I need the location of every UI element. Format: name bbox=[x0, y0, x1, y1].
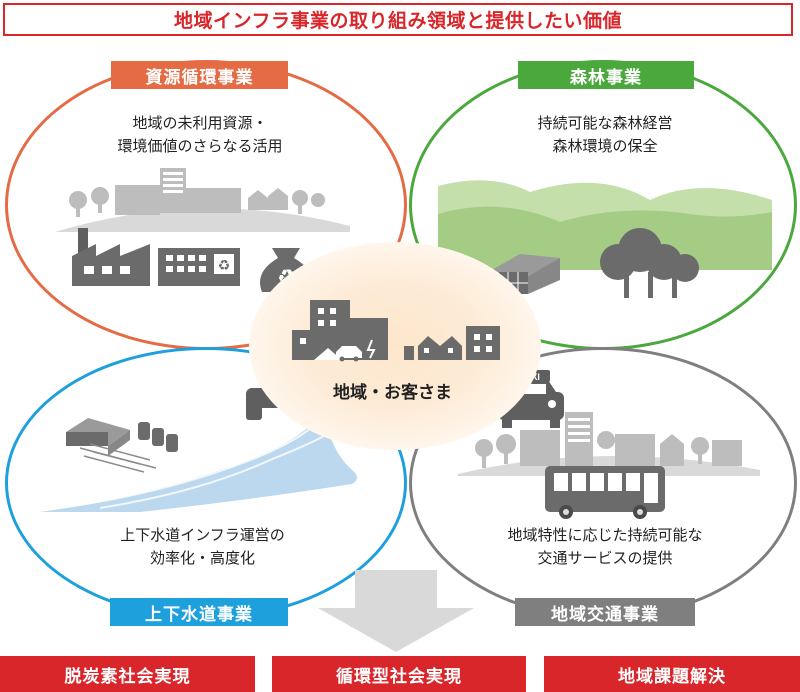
transport-desc-line2: 交通サービスの提供 bbox=[537, 549, 673, 567]
outcome-regional-issues: 地域課題解決 bbox=[544, 656, 800, 692]
recycling-plant-icon: ♻ bbox=[158, 248, 240, 286]
resource-skyline-illustration bbox=[55, 168, 350, 232]
transport-label: 地域交通事業 bbox=[515, 598, 695, 626]
down-arrow-icon bbox=[318, 570, 474, 652]
factory-icon bbox=[72, 228, 150, 286]
tree-group-icon bbox=[600, 228, 699, 298]
resource-desc-line1: 地域の未利用資源・ bbox=[132, 114, 268, 132]
forest-description: 持続可能な森林経営 森林環境の保全 bbox=[505, 112, 705, 158]
svg-text:♻: ♻ bbox=[218, 258, 231, 274]
transport-desc-line1: 地域特性に応じた持続可能な bbox=[507, 526, 703, 544]
title-box: 地域インフラ事業の取り組み領域と提供したい価値 bbox=[3, 3, 793, 36]
center-label: 地域・お客さま bbox=[333, 383, 452, 403]
diagram-title: 地域インフラ事業の取り組み領域と提供したい価値 bbox=[174, 10, 622, 32]
water-label: 上下水道事業 bbox=[110, 598, 288, 626]
river-illustration bbox=[40, 413, 357, 512]
outcome-decarbonization: 脱炭素社会実現 bbox=[0, 656, 255, 692]
center-ellipse bbox=[249, 242, 541, 450]
resource-desc-line2: 環境価値のさらなる活用 bbox=[117, 137, 283, 155]
water-description: 上下水道インフラ運営の 効率化・高度化 bbox=[90, 524, 315, 570]
forest-desc-line1: 持続可能な森林経営 bbox=[537, 114, 673, 132]
city-icon bbox=[292, 300, 500, 362]
water-desc-line1: 上下水道インフラ運営の bbox=[120, 526, 285, 544]
water-treatment-plant-icon bbox=[66, 418, 178, 473]
forest-desc-line2: 森林環境の保全 bbox=[552, 137, 658, 155]
outcome-circular-society: 循環型社会実現 bbox=[272, 656, 526, 692]
forest-label: 森林事業 bbox=[518, 61, 694, 89]
resource-label: 資源循環事業 bbox=[111, 61, 288, 89]
transport-description: 地域特性に応じた持続可能な 交通サービスの提供 bbox=[480, 524, 730, 570]
water-desc-line2: 効率化・高度化 bbox=[149, 549, 255, 567]
transport-skyline-illustration bbox=[458, 412, 760, 476]
resource-description: 地域の未利用資源・ 環境価値のさらなる活用 bbox=[100, 112, 300, 158]
bus-icon bbox=[545, 466, 665, 519]
